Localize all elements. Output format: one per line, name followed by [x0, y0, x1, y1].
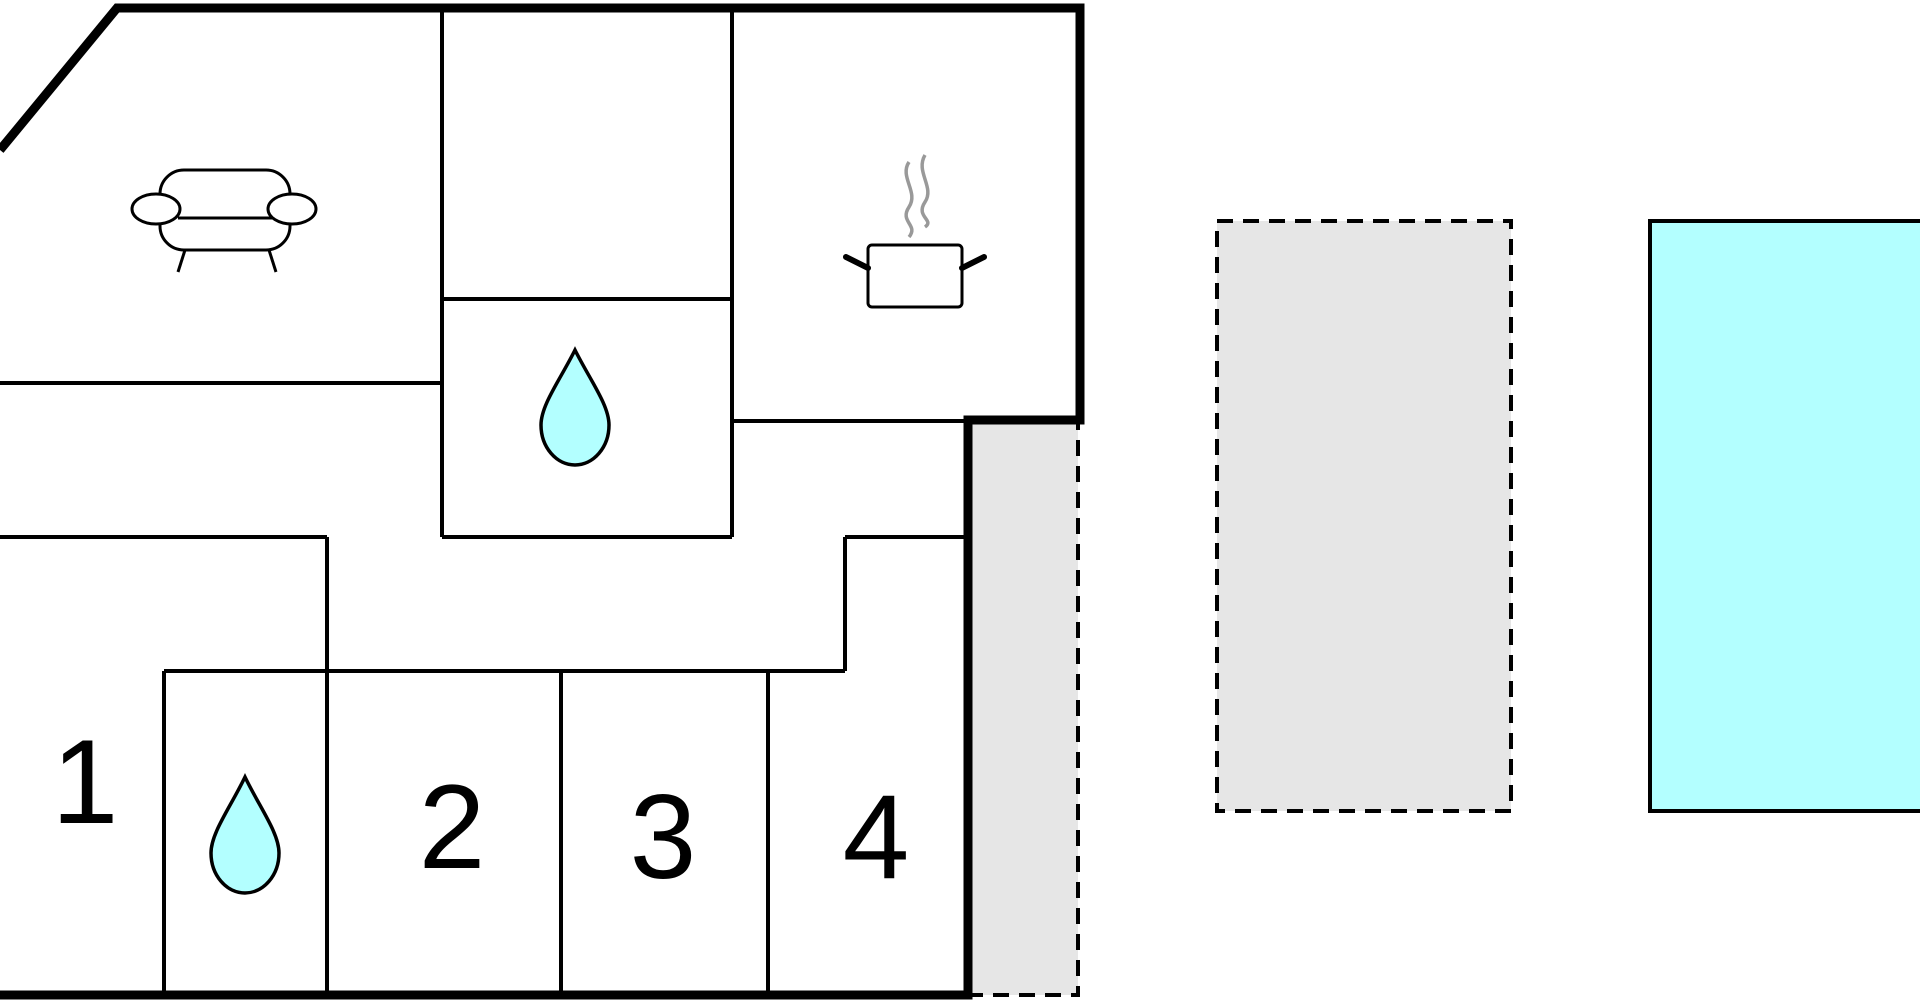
- exterior-wall: [0, 3, 1085, 1000]
- terrace: [966, 418, 1080, 997]
- water-drop-icon: [209, 772, 281, 895]
- room-number-4: 4: [843, 770, 910, 904]
- room-number-1: 1: [52, 715, 119, 849]
- sofa-icon: [130, 168, 318, 273]
- interior-walls: [0, 8, 968, 995]
- swimming-pool: [1648, 219, 1920, 813]
- water-drop-icon: [539, 346, 611, 467]
- parking-area: [1215, 219, 1513, 813]
- room-number-3: 3: [630, 770, 697, 904]
- room-number-2: 2: [419, 760, 486, 894]
- cooking-pot-icon: [843, 154, 987, 309]
